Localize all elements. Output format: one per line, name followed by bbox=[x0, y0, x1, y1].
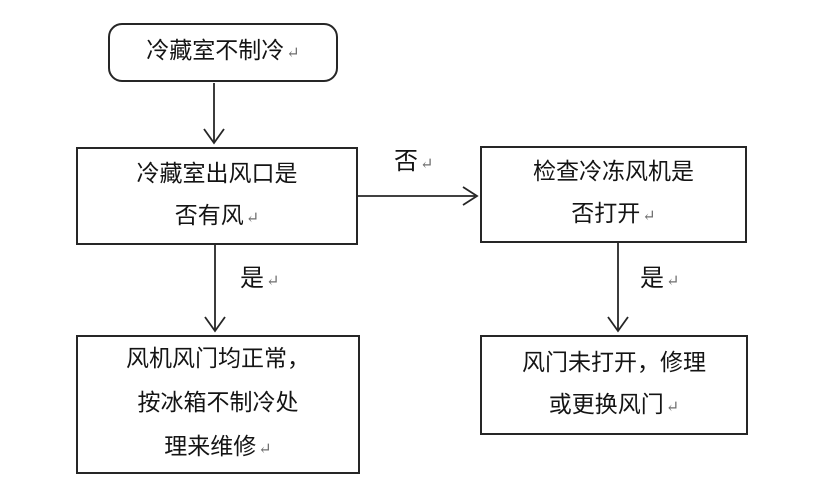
flowchart-node-check-fan[interactable]: 检查冷冻风机是 否打开↵ bbox=[480, 146, 747, 243]
flowchart-node-repair-damper[interactable]: 风门未打开，修理 或更换风门↵ bbox=[480, 335, 748, 435]
return-mark-icon: ↵ bbox=[420, 156, 434, 173]
edge-label-yes-right[interactable]: 是↵ bbox=[640, 264, 679, 297]
flowchart-node-check-outlet[interactable]: 冷藏室出风口是 否有风↵ bbox=[76, 147, 358, 245]
arrowhead-down-icon bbox=[607, 316, 629, 333]
edge-label-text: 是 bbox=[640, 266, 664, 292]
return-mark-icon: ↵ bbox=[266, 273, 280, 290]
node-text-line: 理来维修↵ bbox=[164, 434, 272, 459]
edge-label-text: 否 bbox=[394, 149, 418, 175]
arrowhead-down-icon bbox=[204, 316, 226, 333]
node-text-line: 按冰箱不制冷处 bbox=[137, 390, 299, 415]
arrowhead-down-icon bbox=[203, 128, 225, 145]
edge-label-yes-left[interactable]: 是↵ bbox=[240, 264, 279, 297]
return-mark-icon: ↵ bbox=[642, 208, 656, 225]
edge-label-no[interactable]: 否↵ bbox=[394, 147, 433, 180]
node-text-line: 冷藏室出风口是 bbox=[136, 160, 298, 186]
node-text-line: 风门未打开，修理 bbox=[522, 349, 706, 375]
flowchart-node-repair-normal[interactable]: 风机风门均正常， 按冰箱不制冷处 理来维修↵ bbox=[76, 335, 360, 474]
node-text-line: 风机风门均正常， bbox=[126, 346, 310, 371]
node-text-line: 否打开↵ bbox=[571, 201, 656, 226]
return-mark-icon: ↵ bbox=[665, 398, 680, 416]
edge-label-text: 是 bbox=[240, 266, 264, 292]
node-text-line: 否有风↵ bbox=[174, 202, 260, 228]
return-mark-icon: ↵ bbox=[258, 441, 272, 458]
return-mark-icon: ↵ bbox=[245, 209, 260, 227]
node-text-line: 检查冷冻风机是 bbox=[533, 159, 694, 184]
node-text-line: 或更换风门↵ bbox=[548, 391, 680, 417]
return-mark-icon: ↵ bbox=[666, 273, 680, 290]
node-text-line: 冷藏室不制冷↵ bbox=[146, 38, 300, 63]
return-mark-icon: ↵ bbox=[286, 45, 300, 62]
arrowhead-right-icon bbox=[462, 186, 479, 206]
flowchart-node-start[interactable]: 冷藏室不制冷↵ bbox=[108, 23, 338, 82]
